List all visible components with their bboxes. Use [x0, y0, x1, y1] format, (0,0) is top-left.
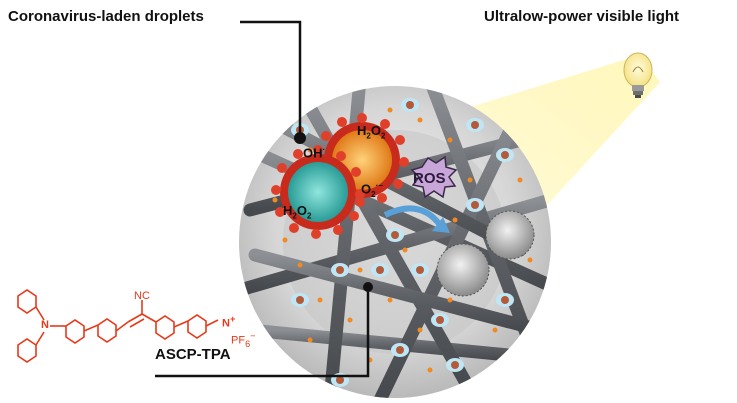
species-superoxide: O2·−: [361, 181, 383, 199]
droplet-pointer: [294, 132, 306, 144]
fiber-pointer: [363, 282, 373, 292]
inactivated-virus-1: [485, 210, 535, 260]
callout-lines: [155, 20, 370, 378]
ros-burst: [410, 155, 458, 199]
molecule-counterion: PF6−: [231, 331, 256, 349]
species-h2o2-top: H2O2: [357, 123, 386, 141]
label-coronavirus-droplets: Coronavirus-laden droplets: [8, 8, 204, 25]
inactivated-virus-2: [436, 243, 490, 297]
ascp-tpa-molecule: [17, 289, 219, 363]
species-oh-radical: OH·: [303, 145, 326, 161]
ros-label: ROS: [413, 170, 446, 187]
reaction-arrow: [383, 205, 443, 227]
molecule-pyridinium: N+: [222, 314, 236, 330]
virus-teal: [271, 145, 365, 239]
species-h2o2-bottom: H2O2: [283, 203, 312, 221]
label-ascp-tpa: ASCP-TPA: [155, 346, 231, 363]
label-visible-light: Ultralow-power visible light: [484, 8, 680, 25]
light-bulb-icon: [623, 52, 653, 98]
molecule-amine-n: N: [41, 319, 49, 331]
molecule-cyano: NC: [134, 290, 150, 302]
